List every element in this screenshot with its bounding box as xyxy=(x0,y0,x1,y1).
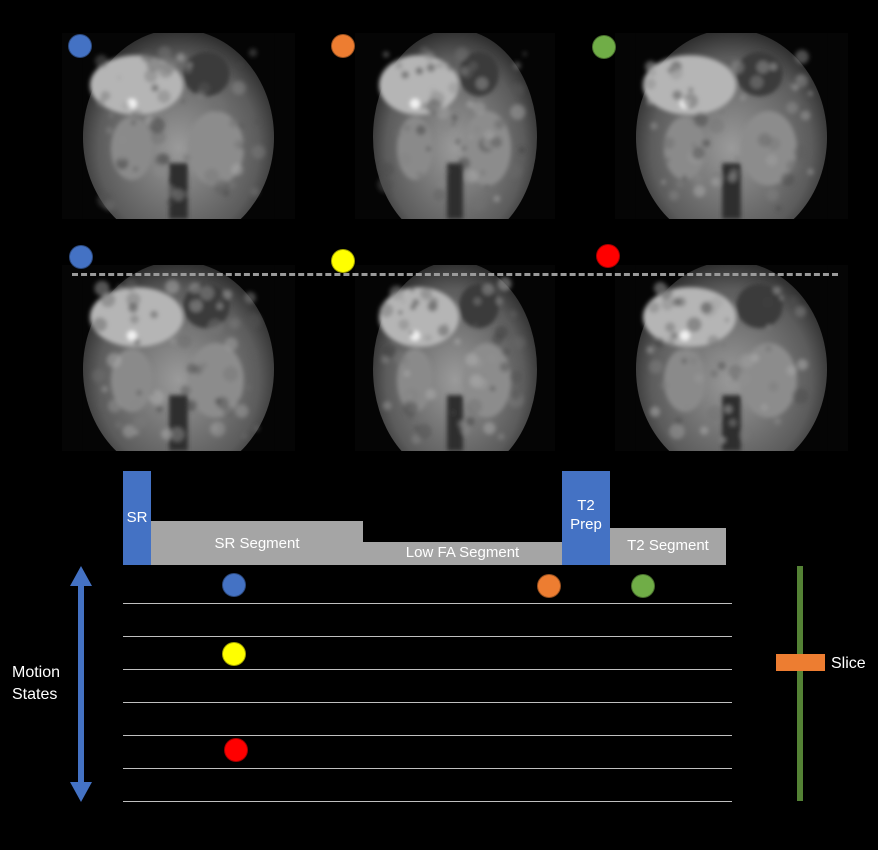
orange-dot-marker xyxy=(537,574,561,598)
motion-states-label: Motion States xyxy=(12,662,60,705)
sr-block: SR xyxy=(123,471,151,565)
mri-image-bottom-2 xyxy=(355,265,555,451)
motion-state-line xyxy=(123,702,732,703)
mri-image-bottom-1 xyxy=(62,265,295,451)
mri-image-bottom-3 xyxy=(615,265,848,451)
t2-prep-block: T2 Prep xyxy=(562,471,610,565)
green-dot-marker xyxy=(592,35,616,59)
sr-segment-block: SR Segment xyxy=(151,521,363,565)
t2-segment-label: T2 Segment xyxy=(627,537,709,556)
motion-state-line xyxy=(123,603,732,604)
motion-state-line xyxy=(123,636,732,637)
mri-image-top-2 xyxy=(355,33,555,219)
yellow-dot-marker xyxy=(222,642,246,666)
motion-states-double-arrow-icon xyxy=(68,566,94,802)
motion-state-line xyxy=(123,669,732,670)
slice-axis-bar xyxy=(797,566,803,801)
sr-segment-label: SR Segment xyxy=(214,535,299,554)
red-dot-marker xyxy=(224,738,248,762)
sr-label: SR xyxy=(127,509,148,528)
blue-dot-marker xyxy=(69,245,93,269)
yellow-dot-marker xyxy=(331,249,355,273)
mri-image-top-1 xyxy=(62,33,295,219)
mri-image-top-3 xyxy=(615,33,848,219)
motion-state-line xyxy=(123,768,732,769)
t2-segment-block: T2 Segment xyxy=(610,528,726,565)
low-fa-segment-block: Low FA Segment xyxy=(363,542,562,565)
motion-state-line xyxy=(123,801,732,802)
slice-label: Slice xyxy=(831,653,866,675)
red-dot-marker xyxy=(596,244,620,268)
slice-marker xyxy=(776,654,825,671)
low-fa-segment-label: Low FA Segment xyxy=(406,544,519,563)
orange-dot-marker xyxy=(331,34,355,58)
t2-prep-label: T2 Prep xyxy=(570,497,602,535)
motion-state-line xyxy=(123,735,732,736)
dashed-reference-line xyxy=(72,273,838,276)
green-dot-marker xyxy=(631,574,655,598)
blue-dot-marker xyxy=(222,573,246,597)
blue-dot-marker xyxy=(68,34,92,58)
